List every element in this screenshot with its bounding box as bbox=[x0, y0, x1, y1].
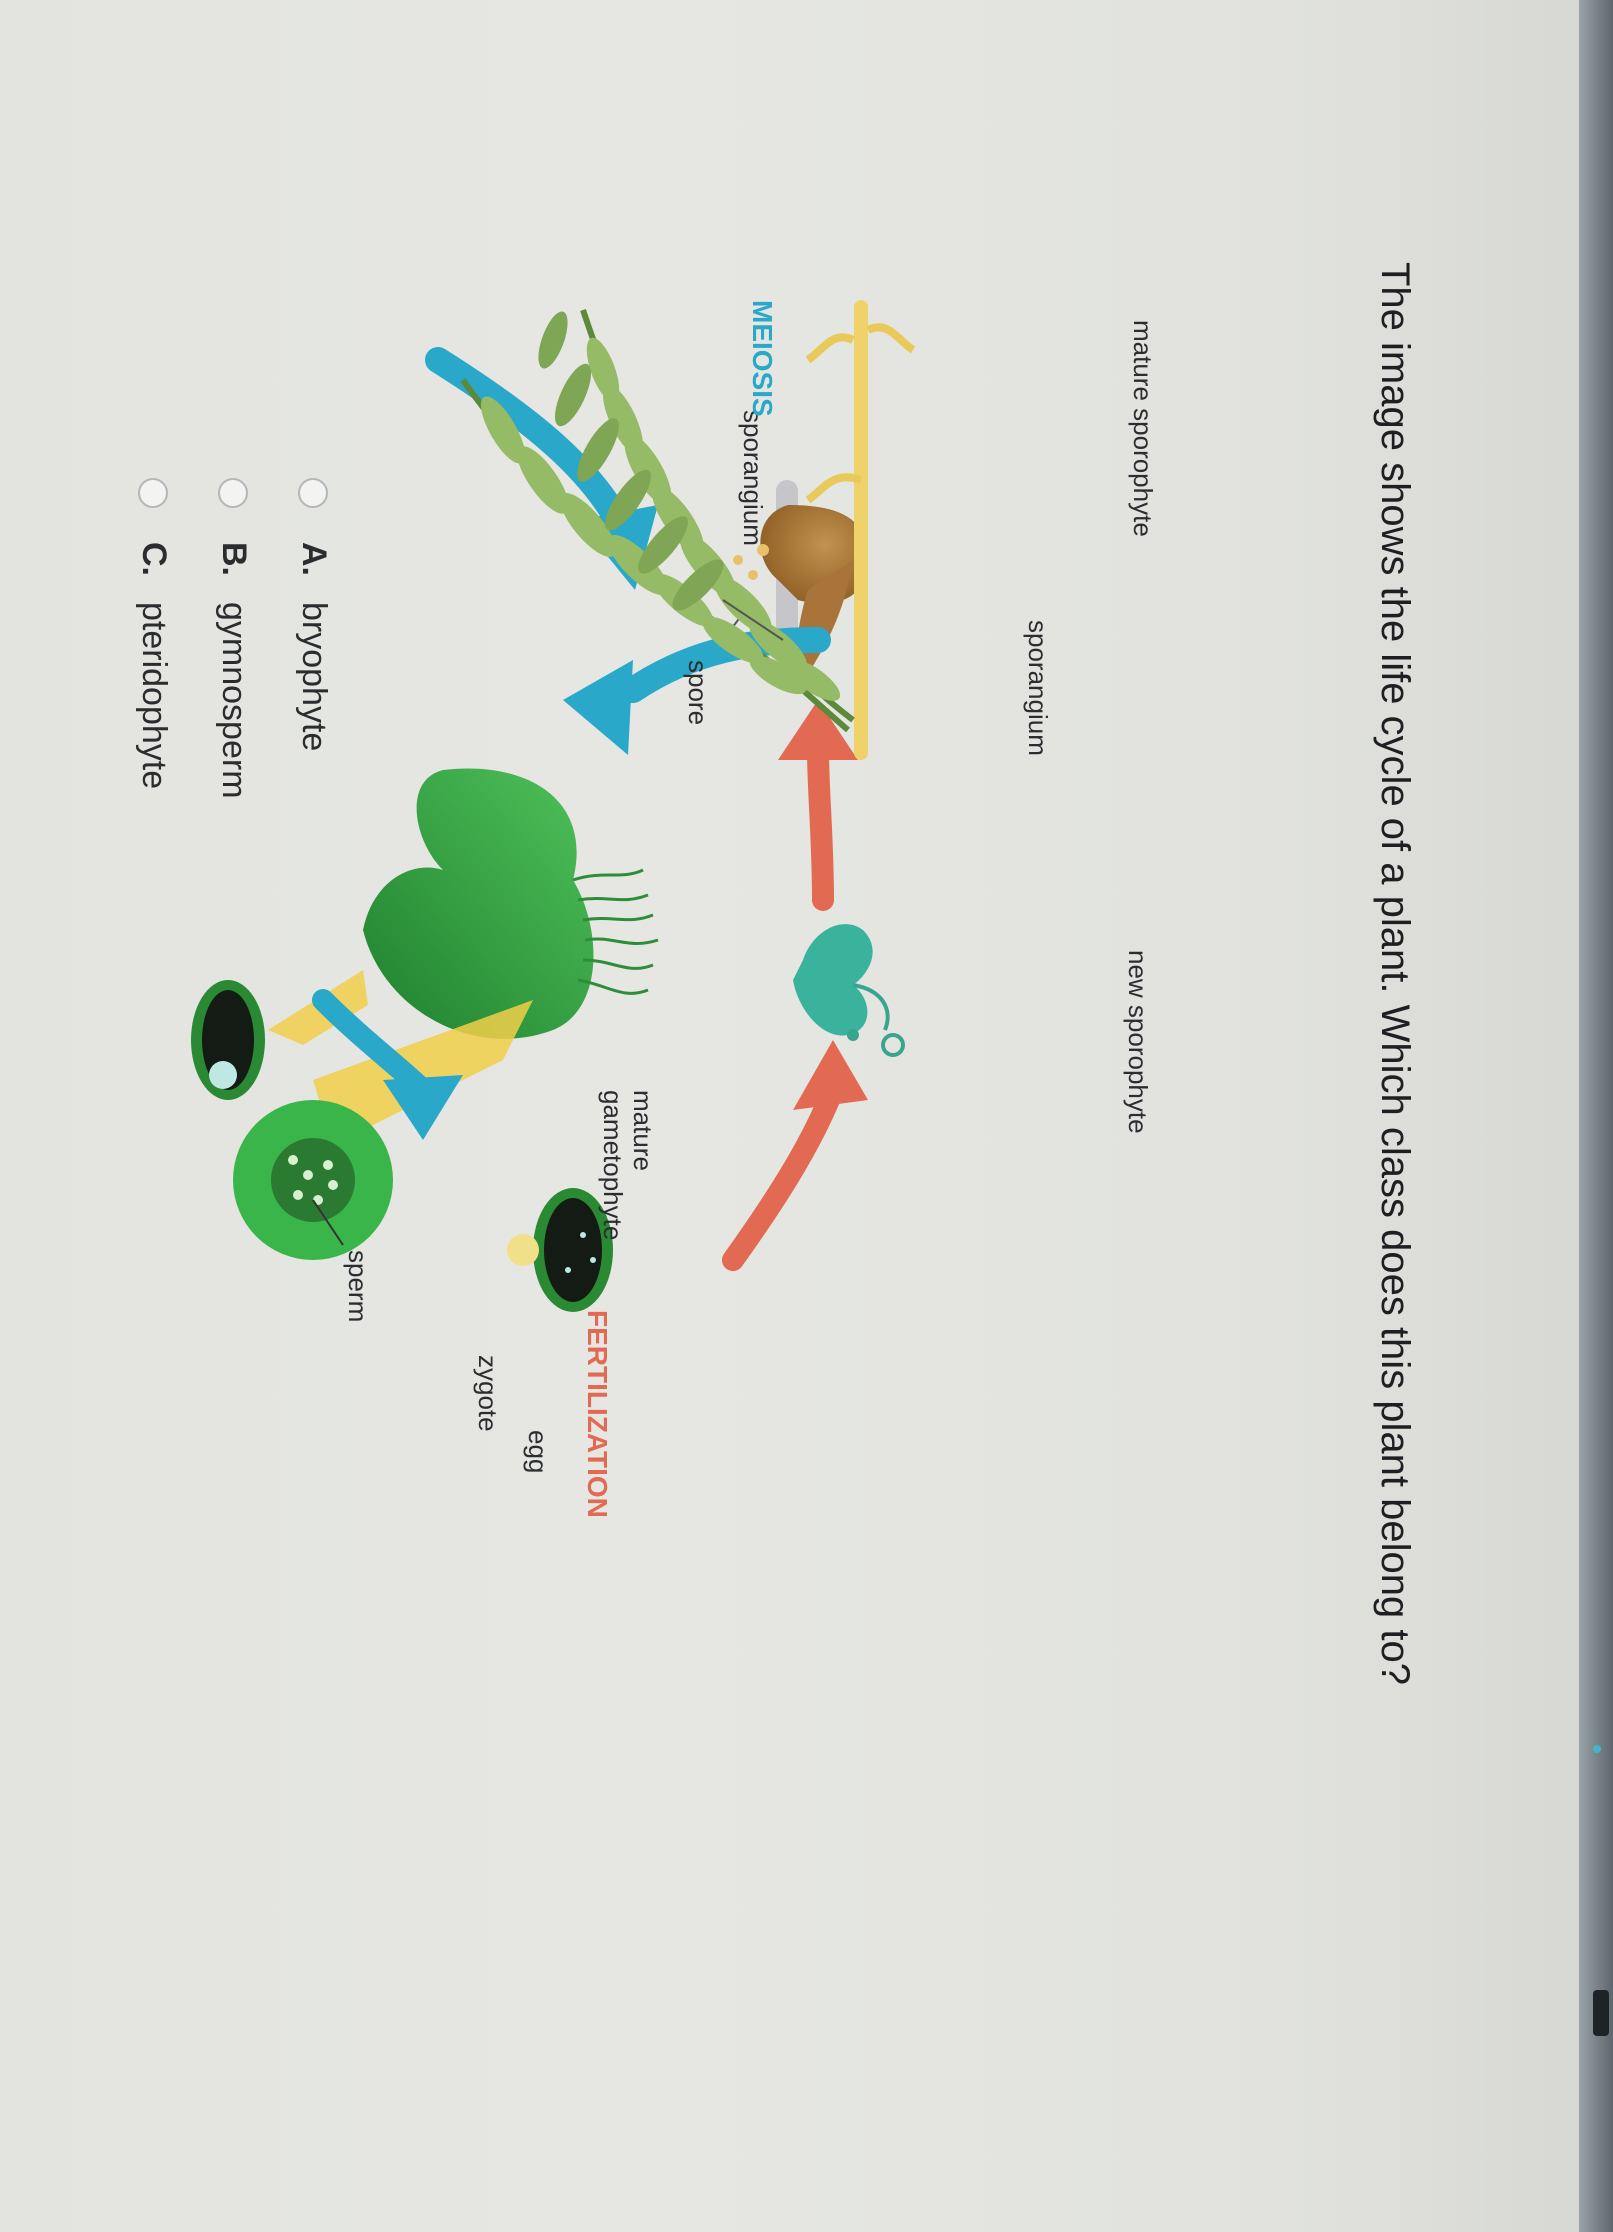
option-b-text: gymnosperm bbox=[214, 602, 253, 799]
mature-sporophyte-label: mature sporophyte bbox=[1127, 320, 1158, 537]
fertilization-label: FERTILIZATION bbox=[581, 1310, 613, 1518]
zygote-label: zygote bbox=[472, 1355, 503, 1432]
sporangium-top-label: sporangium bbox=[737, 410, 768, 546]
new-sporophyte-label: new sporophyte bbox=[1122, 950, 1153, 1134]
gametophyte-icon bbox=[363, 768, 658, 1038]
archegonium-icon bbox=[191, 980, 265, 1100]
radio-a[interactable] bbox=[299, 478, 329, 508]
meiosis-label: MEIOSIS bbox=[746, 300, 778, 417]
antheridium-icon bbox=[233, 1100, 393, 1260]
sporophyte-growth-arrow bbox=[818, 750, 823, 900]
option-a-letter: A. bbox=[294, 542, 333, 602]
mature-gametophyte-label-2: gametophyte bbox=[597, 1090, 628, 1240]
option-b[interactable]: B. gymnosperm bbox=[214, 478, 253, 799]
sperm-label: sperm bbox=[342, 1250, 373, 1322]
radio-b[interactable] bbox=[219, 478, 249, 508]
option-a[interactable]: A. bryophyte bbox=[294, 478, 333, 751]
mature-gametophyte-label-1: mature bbox=[627, 1090, 658, 1171]
option-c-text: pteridophyte bbox=[134, 602, 173, 789]
option-a-text: bryophyte bbox=[294, 602, 333, 751]
spore-label: spore bbox=[682, 660, 713, 725]
option-b-letter: B. bbox=[214, 542, 253, 602]
zygote-to-sporophyte-arrow bbox=[733, 1090, 833, 1260]
egg-label: egg bbox=[522, 1430, 553, 1473]
option-c-letter: C. bbox=[134, 542, 173, 602]
spore-arrowhead bbox=[563, 660, 633, 755]
new-sporophyte-icon bbox=[793, 924, 903, 1055]
fern-sporangium-label: sporangium bbox=[1022, 620, 1053, 756]
option-c[interactable]: C. pteridophyte bbox=[134, 478, 173, 789]
radio-c[interactable] bbox=[139, 478, 169, 508]
zygote-arrowhead bbox=[793, 1040, 868, 1110]
